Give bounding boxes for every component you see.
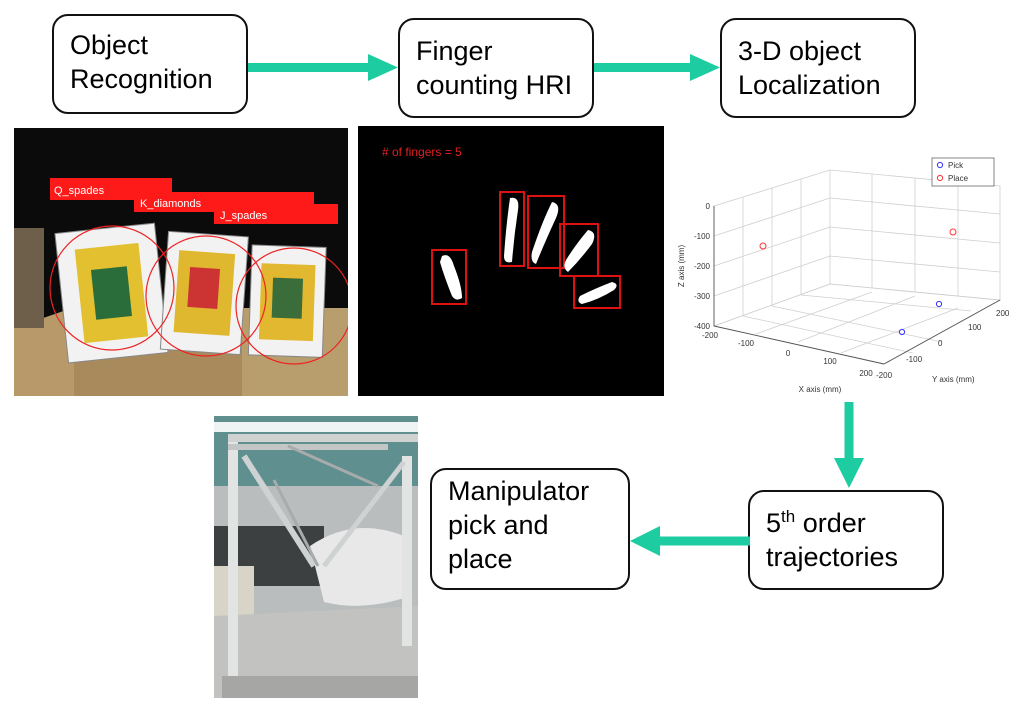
- step-label-line: 5th order: [766, 507, 866, 538]
- pick-point: [898, 328, 906, 336]
- plot-legend: [931, 157, 995, 187]
- step-trajectories: 5th order trajectories: [748, 490, 944, 590]
- step-label-line: pick and: [448, 510, 549, 540]
- z-tick-label: -300: [694, 292, 711, 301]
- place-point: [949, 228, 957, 236]
- recognition-label: K_diamonds: [140, 198, 202, 210]
- x-axis-label: X axis (mm): [799, 385, 842, 394]
- arrow-down-icon: [834, 380, 864, 488]
- z-tick-label: 0: [706, 202, 711, 211]
- arrow-right-icon: [594, 54, 720, 81]
- step-label-line: trajectories: [766, 542, 899, 572]
- pick-point: [935, 300, 943, 308]
- y-axis-label: Y axis (mm): [932, 375, 975, 384]
- step-label-line: 3-D object: [738, 36, 862, 66]
- recognition-photo: Q_spades K_diamonds J_spades: [14, 128, 348, 396]
- z-tick-label: -400: [694, 322, 711, 331]
- x-tick-label: -200: [702, 331, 719, 340]
- y-tick-label: 0: [938, 339, 943, 348]
- step-label-line: Recognition: [70, 64, 213, 94]
- place-point: [759, 242, 767, 250]
- x-tick-label: 0: [786, 349, 791, 358]
- x-tick-label: 200: [859, 369, 873, 378]
- legend-item-place: Place: [948, 174, 969, 183]
- step-label-line: Localization: [738, 70, 881, 100]
- y-tick-label: -200: [876, 371, 893, 380]
- z-tick-label: -100: [694, 232, 711, 241]
- step-label-line: counting HRI: [416, 70, 573, 100]
- step-label-line: place: [448, 544, 513, 574]
- x-tick-label: 100: [823, 357, 837, 366]
- finger-counting-image: # of fingers = 5: [358, 126, 664, 396]
- finger-count-caption: # of fingers = 5: [382, 145, 462, 159]
- y-tick-label: 100: [968, 323, 982, 332]
- arrow-right-icon: [248, 54, 398, 81]
- recognition-label: J_spades: [220, 210, 268, 222]
- y-tick-label: 200: [996, 309, 1010, 318]
- step-object-recognition: Object Recognition: [52, 14, 248, 114]
- step-label-line: Object: [70, 30, 149, 60]
- manipulator-photo: [214, 416, 418, 698]
- x-tick-label: -100: [738, 339, 755, 348]
- legend-item-pick: Pick: [948, 161, 964, 170]
- step-finger-counting: Finger counting HRI: [398, 18, 594, 118]
- z-axis-label: Z axis (mm): [677, 245, 686, 288]
- step-manipulator: Manipulator pick and place: [430, 468, 630, 590]
- z-tick-label: -200: [694, 262, 711, 271]
- step-label-line: Finger: [416, 36, 493, 66]
- recognition-label: Q_spades: [54, 185, 105, 197]
- localization-3d-plot: Pick Place 0 -100 -200 -300 -400 Z axis …: [670, 150, 1024, 402]
- step-localization: 3-D object Localization: [720, 18, 916, 118]
- superscript: th: [781, 507, 796, 526]
- step-label-line: Manipulator: [448, 476, 590, 506]
- y-tick-label: -100: [906, 355, 923, 364]
- arrow-left-icon: [630, 526, 750, 556]
